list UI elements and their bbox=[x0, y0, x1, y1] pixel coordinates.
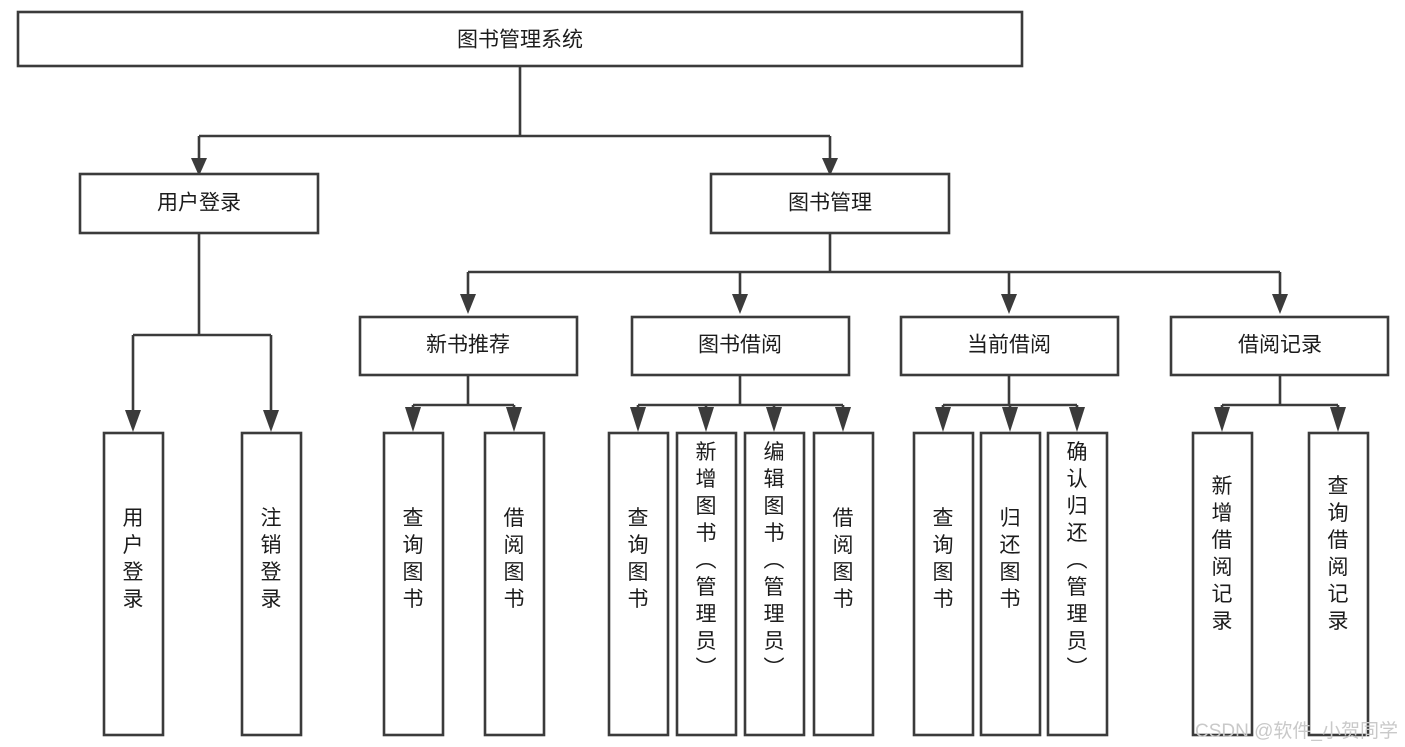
node-leaf-user-login[interactable]: 用户登录 bbox=[102, 431, 165, 737]
node-root-box[interactable] bbox=[16, 10, 1024, 68]
node-root-label: 图书管理系统 bbox=[457, 29, 583, 52]
arrow-head-leaf-confirm-return bbox=[1069, 407, 1085, 432]
node-new-book-recommend-label: 新书推荐 bbox=[426, 334, 510, 357]
node-leaf-borrow-book-1[interactable]: 借阅图书 bbox=[483, 431, 546, 737]
connector-layer bbox=[125, 66, 1346, 432]
arrow-head-leaf-add-book bbox=[698, 407, 714, 432]
node-leaf-add-borrow-record[interactable]: 新增借阅记录 bbox=[1191, 431, 1254, 737]
watermark-label: CSDN @软件_小贺同学 bbox=[1195, 720, 1398, 742]
node-leaf-add-book[interactable]: 新增图书︵管理员︶ bbox=[675, 431, 738, 737]
node-leaf-query-book-1-box[interactable] bbox=[382, 431, 445, 737]
node-leaf-return-book-label: 归还图书 bbox=[1000, 507, 1021, 611]
node-leaf-query-book-2-box[interactable] bbox=[607, 431, 670, 737]
node-leaf-add-book-label: 新增图书︵管理员︶ bbox=[696, 441, 717, 680]
node-leaf-confirm-return-box[interactable] bbox=[1046, 431, 1109, 737]
node-leaf-borrow-book-2-box[interactable] bbox=[812, 431, 875, 737]
node-leaf-query-book-3-box[interactable] bbox=[912, 431, 975, 737]
arrow-head-leaf-borrow-book-1 bbox=[506, 407, 522, 432]
node-new-book-recommend-box[interactable] bbox=[358, 315, 579, 377]
arrow-head-new-book bbox=[460, 294, 476, 314]
node-book-management-box[interactable] bbox=[709, 172, 951, 235]
arrow-head-book-borrow bbox=[732, 294, 748, 314]
node-leaf-borrow-book-2-label: 借阅图书 bbox=[833, 507, 854, 611]
node-leaf-borrow-book-1-label: 借阅图书 bbox=[504, 507, 525, 611]
node-leaf-logout-login-box[interactable] bbox=[240, 431, 303, 737]
node-leaf-query-book-1-label: 查询图书 bbox=[403, 507, 424, 611]
node-leaf-borrow-book-2[interactable]: 借阅图书 bbox=[812, 431, 875, 737]
node-user-login-label: 用户登录 bbox=[157, 192, 241, 215]
node-leaf-return-book-box[interactable] bbox=[979, 431, 1042, 737]
arrow-head-leaf-logout-login bbox=[263, 410, 279, 432]
arrow-head-leaf-query-book-2 bbox=[630, 407, 646, 432]
arrow-head-leaf-user-login bbox=[125, 410, 141, 432]
node-leaf-return-book[interactable]: 归还图书 bbox=[979, 431, 1042, 737]
node-new-book-recommend[interactable]: 新书推荐 bbox=[358, 315, 579, 377]
node-leaf-edit-book-box[interactable] bbox=[743, 431, 806, 737]
node-leaf-query-borrow-record[interactable]: 查询借阅记录 bbox=[1307, 431, 1370, 737]
node-leaf-logout-login-label: 注销登录 bbox=[261, 507, 282, 611]
node-book-borrow[interactable]: 图书借阅 bbox=[630, 315, 851, 377]
node-user-login[interactable]: 用户登录 bbox=[78, 172, 320, 235]
node-leaf-query-book-2-label: 查询图书 bbox=[628, 507, 649, 611]
node-leaf-add-borrow-record-box[interactable] bbox=[1191, 431, 1254, 737]
node-book-borrow-label: 图书借阅 bbox=[698, 334, 782, 357]
node-current-borrow[interactable]: 当前借阅 bbox=[899, 315, 1120, 377]
node-user-login-box[interactable] bbox=[78, 172, 320, 235]
node-leaf-confirm-return[interactable]: 确认归还︵管理员︶ bbox=[1046, 431, 1109, 737]
node-leaf-query-borrow-record-box[interactable] bbox=[1307, 431, 1370, 737]
node-leaf-borrow-book-1-box[interactable] bbox=[483, 431, 546, 737]
node-book-management[interactable]: 图书管理 bbox=[709, 172, 951, 235]
node-borrow-record[interactable]: 借阅记录 bbox=[1169, 315, 1390, 377]
node-leaf-add-borrow-record-label: 新增借阅记录 bbox=[1212, 475, 1233, 633]
node-leaf-user-login-box[interactable] bbox=[102, 431, 165, 737]
node-borrow-record-label: 借阅记录 bbox=[1238, 334, 1322, 357]
node-current-borrow-label: 当前借阅 bbox=[967, 334, 1051, 357]
node-leaf-edit-book-label: 编辑图书︵管理员︶ bbox=[764, 441, 785, 680]
node-leaf-query-book-3-label: 查询图书 bbox=[933, 507, 954, 611]
node-leaf-query-book-3[interactable]: 查询图书 bbox=[912, 431, 975, 737]
node-leaf-confirm-return-label: 确认归还︵管理员︶ bbox=[1067, 441, 1088, 680]
node-book-borrow-box[interactable] bbox=[630, 315, 851, 377]
node-leaf-user-login-label: 用户登录 bbox=[123, 507, 144, 611]
node-leaf-query-borrow-record-label: 查询借阅记录 bbox=[1328, 475, 1349, 633]
arrow-head-user-login bbox=[191, 158, 207, 176]
arrow-head-leaf-add-borrow-record bbox=[1214, 407, 1230, 432]
node-leaf-add-book-box[interactable] bbox=[675, 431, 738, 737]
arrow-head-current-borrow bbox=[1001, 294, 1017, 314]
arrow-head-leaf-query-borrow-record bbox=[1330, 407, 1346, 432]
node-leaf-query-book-1[interactable]: 查询图书 bbox=[382, 431, 445, 737]
arrow-head-book-management bbox=[822, 158, 838, 176]
node-borrow-record-box[interactable] bbox=[1169, 315, 1390, 377]
arrow-head-borrow-record bbox=[1272, 294, 1288, 314]
node-book-management-label: 图书管理 bbox=[788, 192, 872, 215]
arrow-head-leaf-return-book bbox=[1002, 407, 1018, 432]
arrow-head-leaf-query-book-1 bbox=[405, 407, 421, 432]
node-leaf-query-book-2[interactable]: 查询图书 bbox=[607, 431, 670, 737]
arrow-head-leaf-edit-book bbox=[766, 407, 782, 432]
arrow-head-leaf-query-book-3 bbox=[935, 407, 951, 432]
node-root[interactable]: 图书管理系统 bbox=[16, 10, 1024, 68]
node-leaf-logout-login[interactable]: 注销登录 bbox=[240, 431, 303, 737]
node-leaf-edit-book[interactable]: 编辑图书︵管理员︶ bbox=[743, 431, 806, 737]
node-current-borrow-box[interactable] bbox=[899, 315, 1120, 377]
arrow-head-leaf-borrow-book-2 bbox=[835, 407, 851, 432]
